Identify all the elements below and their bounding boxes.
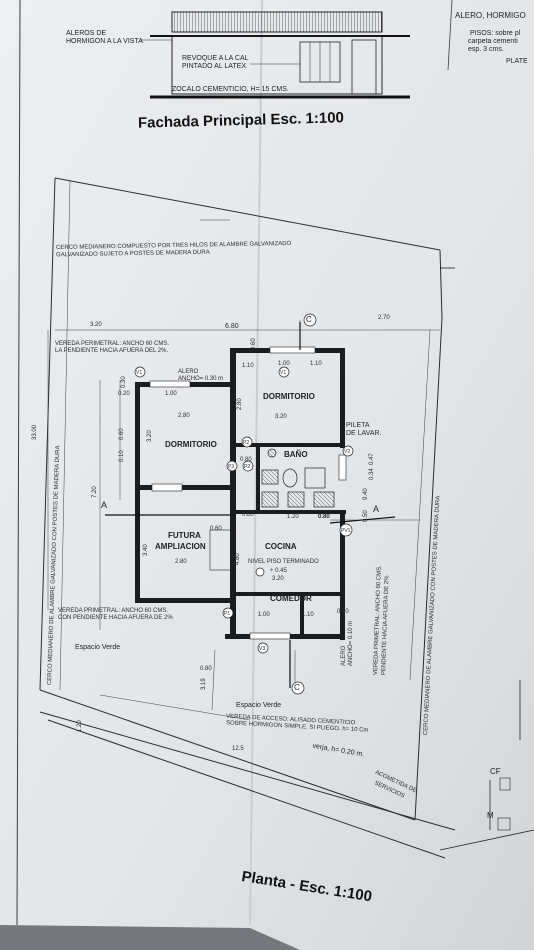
facade-alero-right: ALERO, HORMIGO (455, 11, 526, 20)
dim-320b: 3.20 (275, 414, 287, 420)
facade-revoque-label-2: PINTADO AL LATEX (182, 63, 247, 70)
dim-020a: 0.20 (118, 391, 130, 397)
dim-060d: 0.60 (337, 609, 349, 615)
meter-box-m (497, 817, 511, 831)
bath-fixtures (261, 448, 335, 508)
room-comedor: COMEDOR (270, 594, 312, 603)
espacio-verde-left: Espacio Verde (75, 644, 121, 651)
vereda-top-note-2: LA PENDIENTE HACIA AFUERA DEL 2%. (55, 348, 169, 354)
pileta-note-1: PILETA (346, 422, 370, 429)
dim-047: 0.47 (369, 453, 375, 465)
section-a-right: A (373, 504, 380, 514)
room-dormitorio-1: DORMITORIO (263, 392, 315, 401)
section-a-left: A (101, 500, 108, 510)
dim-280c: 2.80 (175, 559, 187, 565)
dim-080a: 0.80 (240, 457, 252, 463)
dim-340: 3.40 (143, 544, 149, 556)
room-cocina: COCINA (265, 542, 297, 551)
dim-034: 0.34 (369, 468, 375, 480)
dim-080d: 0.80 (200, 666, 212, 672)
room-bano: BAÑO (284, 450, 308, 459)
vereda-top-note-1: VEREDA PERIMETRAL: ANCHO 60 CMS. (55, 341, 170, 347)
room-dormitorio-2: DORMITORIO (165, 440, 217, 449)
facade-pisos-1: PISOS: sobre pl (470, 30, 521, 37)
dim-left-720: 7.20 (92, 486, 98, 498)
section-c-top: C (306, 315, 312, 324)
dim-110b: 1.10 (310, 361, 322, 367)
marker-p2: P2 (243, 440, 250, 446)
dim-280b: 2.80 (237, 398, 243, 410)
dim-110a: 1.10 (242, 363, 254, 369)
facade-aleros-label-1: ALEROS DE (66, 30, 107, 37)
dim-110c: 1.10 (302, 612, 314, 618)
dim-080b: 0.80 (242, 512, 254, 518)
dim-940: 9.40 (363, 488, 369, 500)
vereda-left-note-1: VEREDA PRIMETRAL: ANCHO 60 CMS. (58, 608, 169, 614)
marker-v1b: V1 (136, 370, 143, 376)
dim-060a: 0.60 (251, 338, 257, 350)
facade-plate: PLATE (506, 58, 528, 65)
marker-p3: P3 (228, 464, 235, 470)
facade-revoque-label-1: REVOQUE A LA CAL (182, 55, 249, 62)
pileta-note-2: DE LAVAR. (346, 430, 382, 437)
dim-010: 0.10 (119, 450, 125, 462)
dim-320a: 3.20 (147, 430, 153, 442)
dim-050: 0.50 (363, 510, 369, 522)
facade-aleros-label-2: HORMIGON A LA VISTA (66, 38, 143, 45)
lot-boundary (39, 177, 456, 859)
nivel-value: + 0.45 (270, 568, 287, 574)
dim-060c: 0.60 (210, 526, 222, 532)
marker-pv1: PV1 (341, 528, 351, 534)
dim-120b: 1.20 (77, 720, 83, 732)
dim-100a: 1.00 (278, 361, 290, 367)
facade-zocalo-label: ZOCALO CEMENTICIO, H= 15 CMS. (172, 86, 289, 93)
dim-100c: 1.00 (258, 612, 270, 618)
marker-p2b: P2 (244, 464, 251, 470)
dim-125: 12.5 (232, 746, 244, 752)
alero-top-note-1: ALERO (178, 369, 199, 375)
facade-elevation (140, 11, 410, 99)
dim-left-total: 33.00 (32, 424, 38, 440)
marker-v3: V3 (259, 646, 266, 652)
nivel-note: NIVEL PISO TERMINADO (248, 559, 319, 565)
dim-100b: 1.00 (165, 391, 177, 397)
dim-030: 0.30 (121, 376, 127, 388)
facade-pisos-2: carpeta cementi (468, 38, 518, 45)
cf-label: CF (490, 767, 501, 776)
dim-120: 1.20 (287, 514, 299, 520)
room-futura-2: AMPLIACION (155, 542, 206, 551)
marker-v2: V2 (344, 449, 351, 455)
dim-480: 4.80 (235, 553, 241, 565)
espacio-verde-bottom: Espacio Verde (236, 702, 282, 709)
dim-280a: 2.80 (178, 413, 190, 419)
m-label: M (487, 811, 494, 820)
dim-319: 3.19 (201, 678, 207, 690)
alero-top-note-2: ANCHO= 0.30 m (178, 376, 224, 382)
dim-320c: 3.20 (272, 576, 284, 582)
meter-box-cf (499, 777, 511, 791)
section-c-bottom: C (294, 683, 300, 692)
marker-v1: V1 (280, 370, 287, 376)
dim-060b: 0.60 (119, 428, 125, 440)
facade-pisos-3: esp. 3 cms. (468, 46, 504, 53)
vereda-left-note-2: CON PENDIENTE HACIA AFUERA DE 2% (58, 615, 173, 621)
dim-top-mid: 6.80 (225, 323, 239, 330)
dim-top-right: 2.70 (378, 315, 390, 321)
marker-p1: P1 (224, 611, 231, 617)
dim-top-left: 3.20 (90, 322, 102, 328)
room-futura-1: FUTURA (168, 531, 201, 540)
alero-right-note-2: ANCHO= 0.10 m (348, 620, 354, 666)
sheet-margin-right (447, 0, 453, 71)
marker-bubbles (134, 313, 354, 695)
sheet-margin-left (16, 0, 21, 926)
section-lines (105, 322, 396, 688)
dim-080c: 0.80 (318, 514, 330, 520)
openings (149, 346, 347, 640)
